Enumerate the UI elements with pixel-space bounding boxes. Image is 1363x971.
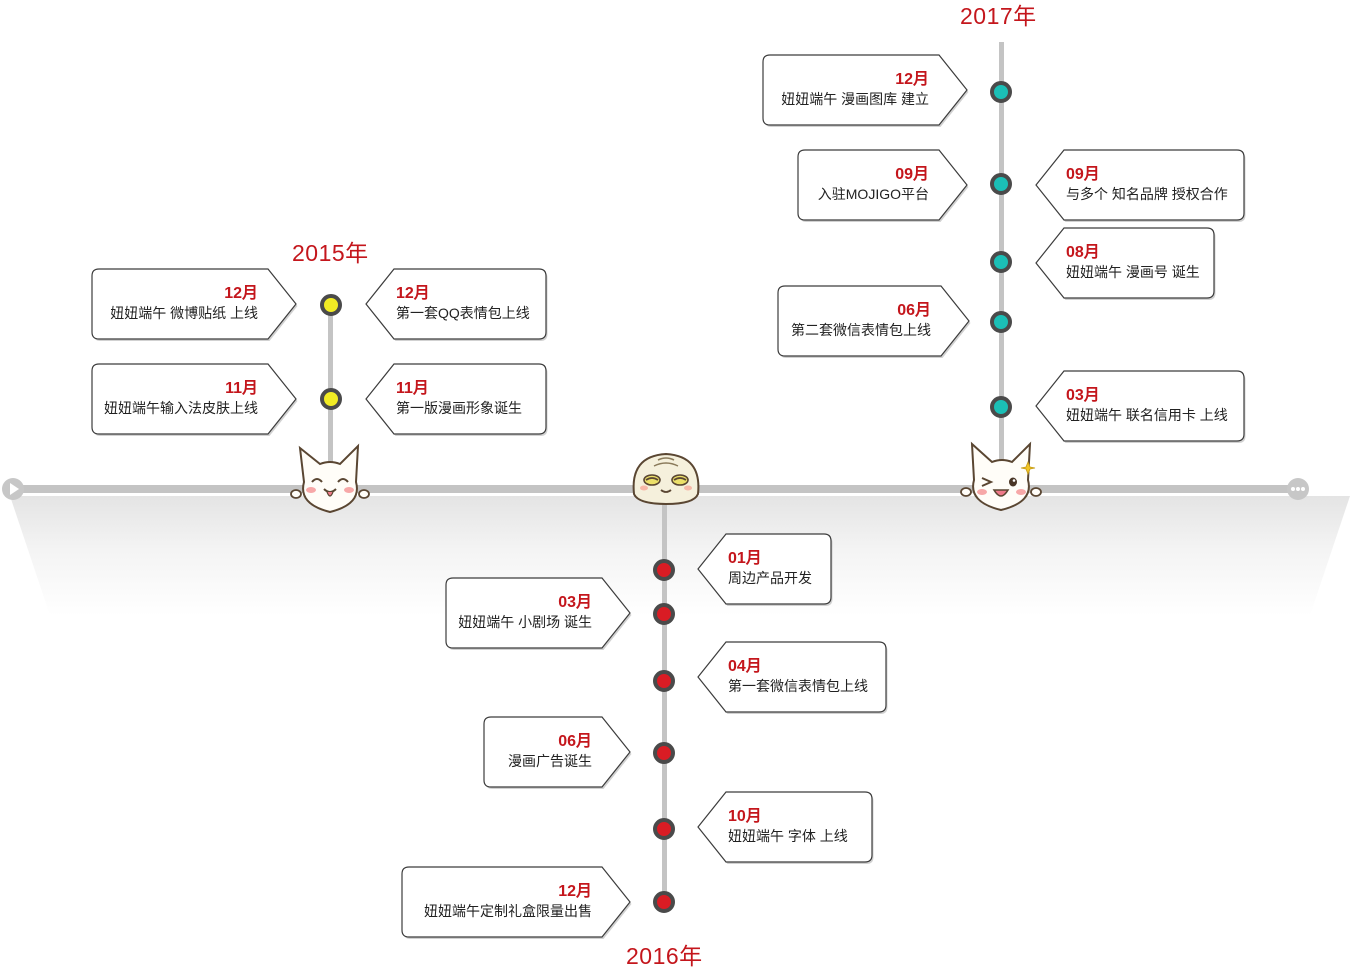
milestone-dot[interactable] (653, 742, 675, 764)
event-month: 04月 (728, 658, 762, 675)
milestone-dot[interactable] (653, 603, 675, 625)
event-card-2017-08[interactable]: 08月 妞妞端午 漫画号 诞生 (1035, 227, 1216, 300)
event-month: 12月 (895, 71, 929, 88)
milestone-dot[interactable] (653, 670, 675, 692)
event-text: 妞妞端午 联名信用卡 上线 (1066, 407, 1228, 423)
axis-floor-shadow (10, 496, 1350, 616)
event-month: 06月 (558, 733, 592, 750)
event-text: 第一版漫画形象诞生 (396, 400, 522, 416)
event-text: 妞妞端午 漫画号 诞生 (1066, 264, 1200, 280)
event-text: 与多个 知名品牌 授权合作 (1066, 186, 1228, 202)
event-text: 妞妞端午 漫画图库 建立 (781, 91, 929, 107)
event-card-background (445, 577, 632, 650)
event-card-2015-12-weibo[interactable]: 12月 妞妞端午 微博贴纸 上线 (91, 268, 298, 341)
event-month: 12月 (224, 285, 258, 302)
winking-cat-icon (960, 441, 1042, 512)
event-card-background (697, 791, 874, 864)
event-text: 第二套微信表情包上线 (791, 322, 931, 338)
event-text: 入驻MOJIGO平台 (817, 186, 929, 202)
event-text: 妞妞端午 字体 上线 (728, 828, 848, 844)
event-card-background (1035, 370, 1246, 443)
event-card-background (697, 533, 833, 606)
event-card-background (365, 268, 548, 341)
milestone-dot[interactable] (990, 251, 1012, 273)
event-card-background (697, 641, 888, 714)
event-card-2015-11-ime[interactable]: 11月 妞妞端午输入法皮肤上线 (91, 363, 298, 436)
event-month: 12月 (396, 285, 430, 302)
event-card-background (1035, 149, 1246, 222)
play-icon[interactable] (2, 478, 24, 500)
event-month: 01月 (728, 550, 762, 567)
year-label-2017: 2017年 (960, 3, 1037, 29)
event-text: 妞妞端午 微博贴纸 上线 (110, 305, 258, 321)
event-text: 妞妞端午输入法皮肤上线 (104, 400, 258, 416)
event-card-background (483, 716, 632, 789)
event-month: 09月 (1066, 166, 1100, 183)
event-card-2017-09-brands[interactable]: 09月 与多个 知名品牌 授权合作 (1035, 149, 1246, 222)
event-card-2016-03[interactable]: 03月 妞妞端午 小剧场 诞生 (445, 577, 632, 650)
event-card-background (401, 866, 632, 939)
milestone-dot[interactable] (653, 891, 675, 913)
milestone-dot[interactable] (320, 388, 342, 410)
event-card-2016-12[interactable]: 12月 妞妞端午定制礼盒限量出售 (401, 866, 632, 939)
event-month: 03月 (558, 594, 592, 611)
event-text: 第一套微信表情包上线 (728, 678, 868, 694)
event-card-background (762, 54, 969, 127)
event-text: 妞妞端午 小剧场 诞生 (458, 614, 592, 630)
event-card-background (91, 268, 298, 341)
year-label-2015: 2015年 (292, 240, 369, 266)
event-month: 03月 (1066, 387, 1100, 404)
event-card-2017-12[interactable]: 12月 妞妞端午 漫画图库 建立 (762, 54, 969, 127)
event-text: 第一套QQ表情包上线 (396, 305, 530, 321)
event-card-2017-03[interactable]: 03月 妞妞端午 联名信用卡 上线 (1035, 370, 1246, 443)
event-card-background (91, 363, 298, 436)
event-month: 09月 (895, 166, 929, 183)
milestone-dot[interactable] (653, 818, 675, 840)
bun-mascot-icon (632, 452, 700, 506)
event-text: 漫画广告诞生 (508, 753, 592, 769)
more-icon[interactable] (1287, 478, 1309, 500)
event-month: 12月 (558, 883, 592, 900)
event-card-background (1035, 227, 1216, 300)
year-label-2016: 2016年 (626, 943, 703, 969)
stem-2016 (662, 490, 667, 910)
event-card-2016-06[interactable]: 06月 漫画广告诞生 (483, 716, 632, 789)
event-card-2015-11-comic[interactable]: 11月 第一版漫画形象诞生 (365, 363, 548, 436)
event-card-2016-01[interactable]: 01月 周边产品开发 (697, 533, 833, 606)
event-month: 10月 (728, 808, 762, 825)
milestone-dot[interactable] (653, 559, 675, 581)
event-card-2016-04[interactable]: 04月 第一套微信表情包上线 (697, 641, 888, 714)
event-text: 妞妞端午定制礼盒限量出售 (424, 903, 592, 919)
event-month: 11月 (396, 380, 429, 397)
milestone-dot[interactable] (990, 396, 1012, 418)
milestone-dot[interactable] (990, 173, 1012, 195)
milestone-dot[interactable] (990, 311, 1012, 333)
event-card-background (777, 285, 971, 358)
event-card-2015-12-qq[interactable]: 12月 第一套QQ表情包上线 (365, 268, 548, 341)
event-card-background (797, 149, 969, 222)
event-card-2016-10[interactable]: 10月 妞妞端午 字体 上线 (697, 791, 874, 864)
event-month: 08月 (1066, 244, 1100, 261)
event-card-2017-06[interactable]: 06月 第二套微信表情包上线 (777, 285, 971, 358)
milestone-dot[interactable] (990, 81, 1012, 103)
event-card-background (365, 363, 548, 436)
smiling-cat-icon (290, 443, 370, 514)
event-month: 06月 (897, 302, 931, 319)
event-month: 11月 (225, 380, 258, 397)
event-text: 周边产品开发 (728, 570, 812, 586)
event-card-2017-09-mojigo[interactable]: 09月 入驻MOJIGO平台 (797, 149, 969, 222)
milestone-dot[interactable] (320, 294, 342, 316)
